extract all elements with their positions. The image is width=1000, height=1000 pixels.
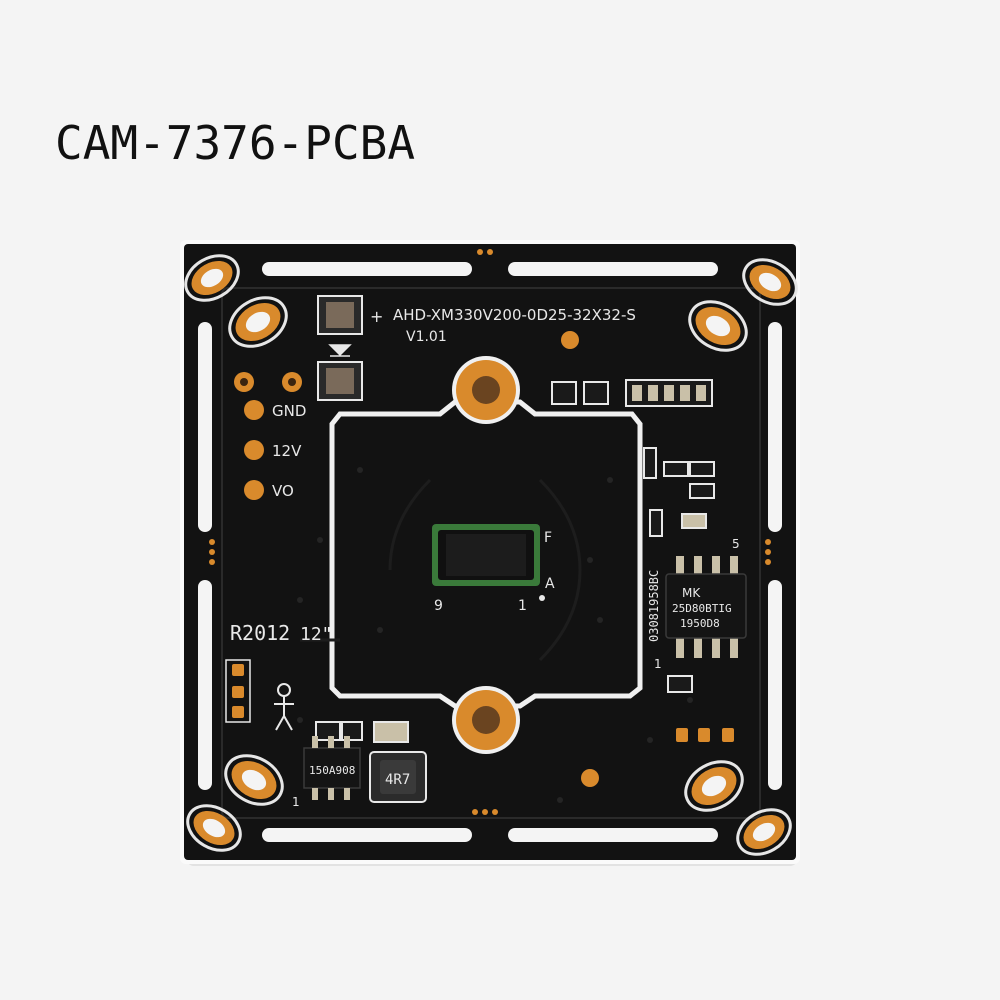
version-silkscreen: V1.01 (406, 329, 447, 345)
inductor-mark: 4R7 (385, 772, 410, 788)
sensor-label-a: A (545, 576, 555, 592)
lens-mount-holes (452, 356, 520, 754)
board-slots (198, 262, 782, 842)
sensor-label-f: F (544, 530, 552, 546)
pin-label-12v: 12V (272, 442, 302, 460)
flash-pin1: 1 (654, 657, 662, 671)
pin-label-vo: VO (272, 482, 294, 500)
sensor-label-9: 9 (434, 598, 443, 614)
plus-mark: + (370, 307, 383, 326)
power-pads (234, 372, 302, 500)
product-title: CAM-7376-PCBA (55, 116, 416, 170)
flash-pin5: 5 (732, 537, 740, 551)
date-code: R2012 (230, 621, 290, 645)
pin-label-gnd: GND (272, 402, 306, 420)
model-silkscreen: AHD-XM330V200-0D25-32X32-S (393, 306, 636, 324)
serial-vertical: 03081958BC (647, 570, 661, 642)
sensor-label-1: 1 (518, 598, 527, 614)
mounting-holes (184, 254, 798, 856)
stick-figure-icon (274, 683, 294, 731)
regulator-chip-label: 150A908 (309, 764, 355, 777)
flash-chip-line2: 25D80BTIG (672, 602, 732, 615)
regulator-area (303, 721, 427, 803)
corner-mark: 1 (292, 795, 300, 809)
flash-chip-line3: 1950D8 (680, 617, 720, 630)
flash-chip (665, 556, 747, 658)
size-mark: 12" (300, 624, 333, 645)
diode-components (317, 295, 363, 401)
smd-components (551, 379, 715, 537)
flash-chip-line1: MK (682, 586, 701, 600)
image-sensor (432, 524, 540, 586)
